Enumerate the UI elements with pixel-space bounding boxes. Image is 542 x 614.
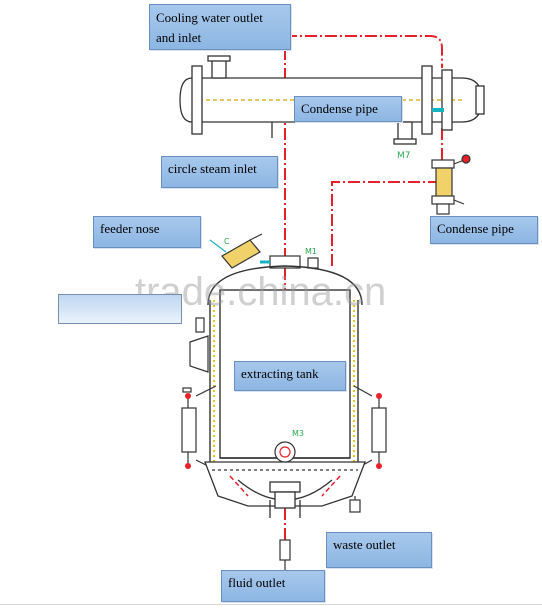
condense-valve-assembly xyxy=(431,154,471,215)
svg-text:M1: M1 xyxy=(305,247,317,256)
condenser-bottom-nozzle xyxy=(397,121,413,141)
label-condense-pipe-right: Condense pipe xyxy=(430,216,538,244)
svg-text:C: C xyxy=(224,237,230,246)
condenser-top-nozzle xyxy=(211,59,227,79)
label-extracting-tank: extracting tank xyxy=(234,361,346,391)
waste-outlet-pipe xyxy=(349,496,361,513)
bottom-outlet-flange xyxy=(269,481,301,493)
label-fluid-outlet: fluid outlet xyxy=(221,570,325,602)
tank-bottom xyxy=(204,461,366,518)
blank-label xyxy=(58,294,182,324)
svg-text:M3: M3 xyxy=(292,429,304,438)
tank-top-fittings xyxy=(260,255,319,269)
condenser-marker xyxy=(432,108,444,112)
label-circle-steam-inlet: circle steam inlet xyxy=(161,156,278,188)
label-cooling-water: Cooling water outlet and inlet xyxy=(149,4,291,50)
label-condense-pipe-top: Condense pipe xyxy=(294,96,402,122)
discharge-lines xyxy=(229,475,341,497)
condenser-tag: M7 xyxy=(397,151,411,161)
return-pipe xyxy=(331,181,440,268)
fluid-outlet-pipe xyxy=(279,539,291,570)
label-waste-outlet: waste outlet xyxy=(326,532,432,568)
condenser-left-flange xyxy=(191,65,203,135)
bottom-gridline xyxy=(0,604,542,605)
feeder-nozzle xyxy=(209,233,263,269)
tank-side-panel xyxy=(182,317,209,393)
tank-supports xyxy=(181,385,387,471)
condenser-right-flange xyxy=(421,65,433,135)
tank-jacket xyxy=(209,300,359,462)
bottom-sight-glass xyxy=(274,441,296,463)
support-valves xyxy=(185,393,382,469)
tank-dome xyxy=(207,265,363,306)
label-feeder-nose: feeder nose xyxy=(93,216,201,248)
cooling-loop-pipe xyxy=(285,35,443,68)
